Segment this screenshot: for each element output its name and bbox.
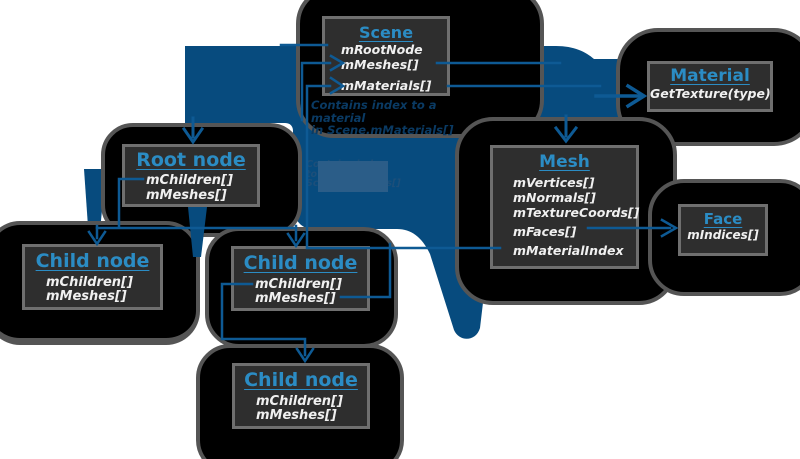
child-node-middle-title: Child node xyxy=(243,252,358,274)
face-box: Face mIndices[] xyxy=(678,204,768,256)
root-node-box-title: Root node xyxy=(136,149,246,171)
mesh-field-mnormals: mNormals[] xyxy=(513,190,596,205)
mesh-field-mfaces: mFaces[] xyxy=(513,224,577,239)
child-node-left-title: Child node xyxy=(35,250,150,272)
note-highlight-overlay xyxy=(318,161,388,192)
scene-box: Scene mRootNode mMeshes[] mMaterials[] xyxy=(322,16,450,96)
child-middle-field-mchildren: mChildren[] xyxy=(255,277,342,292)
child-node-bottom-title: Child node xyxy=(244,369,358,391)
material-box: Material GetTexture(type) xyxy=(647,61,773,112)
mesh-field-mtexturecoords: mTextureCoords[] xyxy=(513,205,640,220)
scene-field-mmaterials: mMaterials[] xyxy=(341,78,432,93)
root-field-mchildren: mChildren[] xyxy=(146,173,233,188)
child-bottom-field-mmeshes: mMeshes[] xyxy=(256,408,337,423)
mesh-field-mmaterialindex: mMaterialIndex xyxy=(513,243,624,258)
root-node-box: Root node mChildren[] mMeshes[] xyxy=(122,144,260,207)
scene-box-title: Scene xyxy=(358,23,414,42)
material-index-note-line2: in Scene.mMaterials[] xyxy=(311,123,454,137)
root-field-mmeshes: mMeshes[] xyxy=(146,188,227,203)
child-node-middle-box: Child node mChildren[] mMeshes[] xyxy=(231,246,370,311)
mesh-field-mvertices: mVertices[] xyxy=(513,175,595,190)
child-middle-field-mmeshes: mMeshes[] xyxy=(255,291,336,306)
mesh-box-title: Mesh xyxy=(539,152,590,172)
material-field-gettexture: GetTexture(type) xyxy=(650,86,771,101)
child-bottom-field-mchildren: mChildren[] xyxy=(256,394,343,409)
material-index-note: Contains index to a material in Scene.mM… xyxy=(311,99,491,137)
face-field-mindices: mIndices[] xyxy=(687,228,759,242)
child-node-left-box: Child node mChildren[] mMeshes[] xyxy=(22,244,163,310)
mesh-box: Mesh mVertices[] mNormals[] mTextureCoor… xyxy=(490,145,639,269)
face-box-title: Face xyxy=(703,210,743,228)
child-left-field-mmeshes: mMeshes[] xyxy=(46,289,127,304)
material-box-title: Material xyxy=(670,66,750,86)
scene-field-mrootnode: mRootNode xyxy=(341,42,423,57)
child-node-bottom-box: Child node mChildren[] mMeshes[] xyxy=(232,363,370,429)
scene-field-mmeshes: mMeshes[] xyxy=(341,57,419,72)
material-index-note-line1: Contains index to a material xyxy=(311,98,437,125)
child-left-field-mchildren: mChildren[] xyxy=(46,275,133,290)
